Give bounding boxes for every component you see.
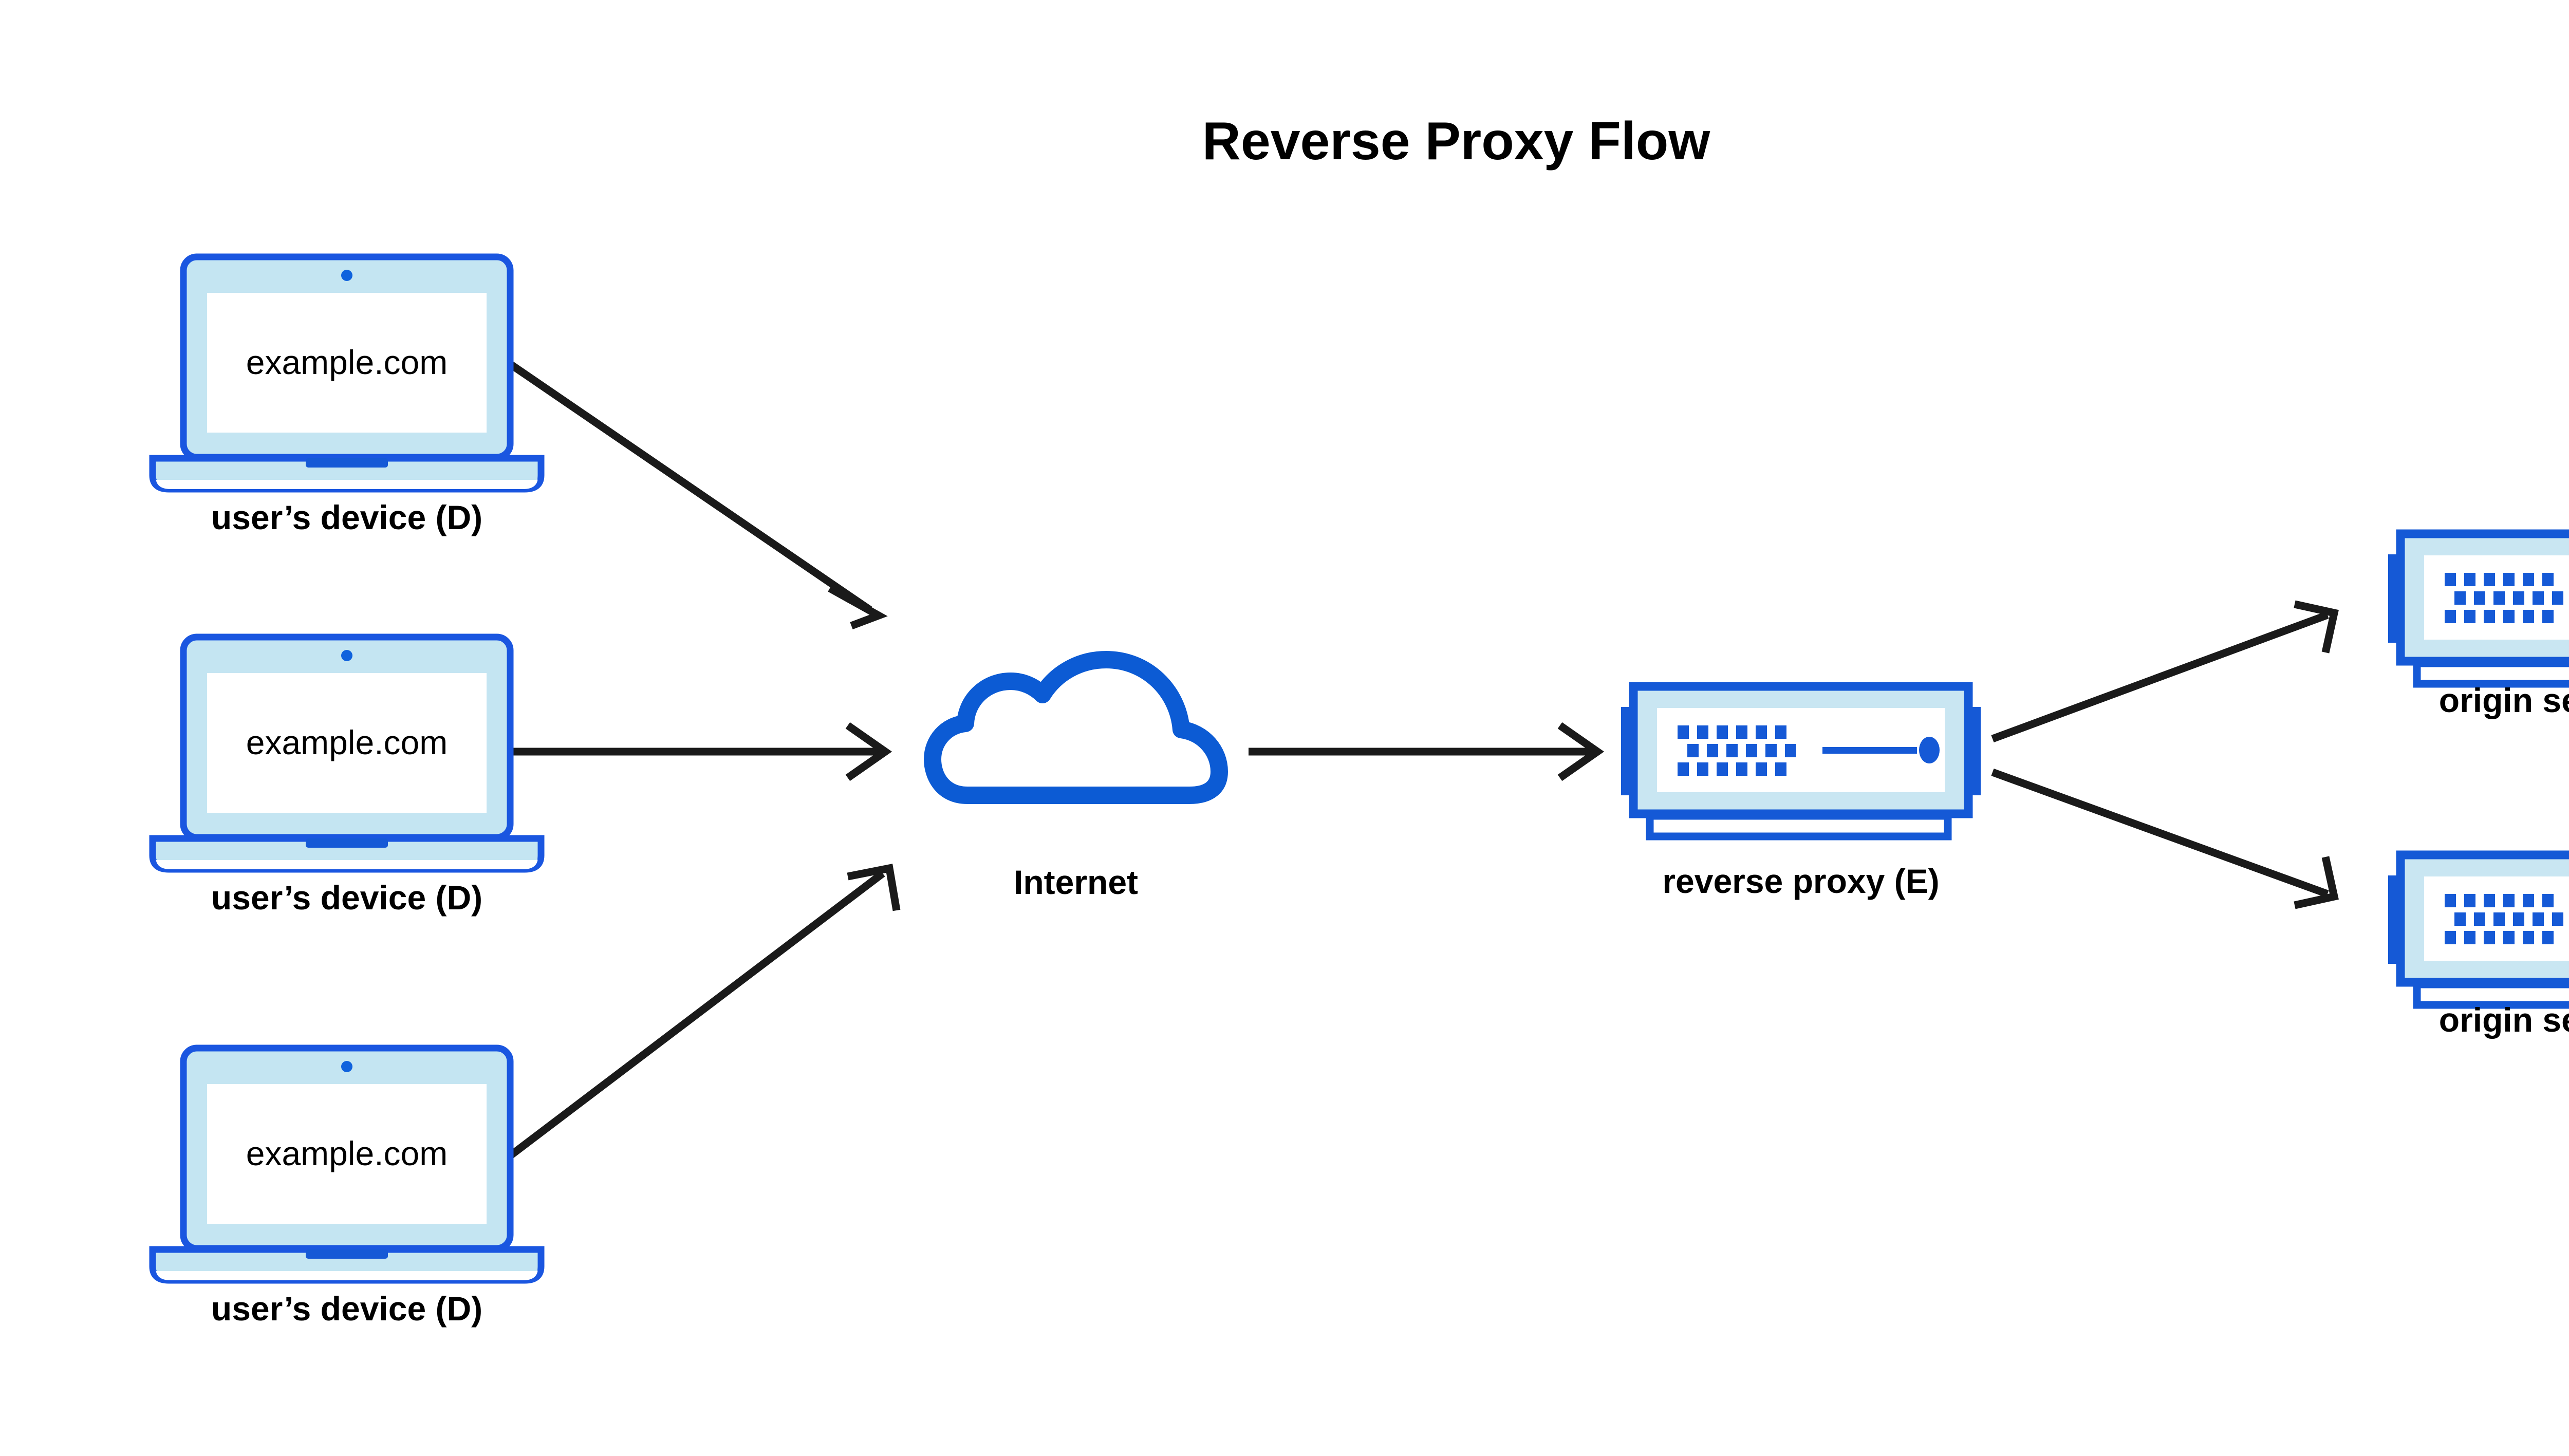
node-label-origin-bottom: origin server (F) [2439,1001,2569,1039]
node-label-origin-top: origin server (F) [2439,681,2569,719]
edge-device-bottom-to-internet [509,864,901,1158]
node-device-middle[interactable]: example.com user’s device (D) [153,637,541,917]
edge-reverse-proxy-to-origin-bottom [1991,768,2339,909]
laptop-screen-text: example.com [246,1134,448,1172]
node-label-reverse-proxy: reverse proxy (E) [1662,862,1939,900]
node-device-top[interactable]: example.com user’s device (D) [153,257,541,536]
node-label-device-bottom: user’s device (D) [211,1290,482,1328]
edge-device-top-to-internet [509,361,888,630]
node-origin-bottom[interactable]: origin server (F) [2388,855,2569,1039]
server-icon [1621,686,1981,836]
node-label-device-top: user’s device (D) [211,498,482,536]
server-icon [2388,534,2569,684]
node-label-internet: Internet [1014,863,1138,901]
diagram-title: Reverse Proxy Flow [1202,111,1711,171]
node-reverse-proxy[interactable]: reverse proxy (E) [1621,686,1981,900]
node-device-bottom[interactable]: example.com user’s device (D) [153,1048,541,1328]
node-internet[interactable]: Internet [933,660,1219,901]
node-label-device-middle: user’s device (D) [211,879,482,917]
node-origin-top[interactable]: origin server (F) [2388,534,2569,719]
laptop-screen-text: example.com [246,343,448,381]
connector-layer [501,361,2339,1158]
edge-reverse-proxy-to-origin-top [1991,600,2339,743]
edge-device-middle-to-internet [501,722,892,781]
edge-internet-to-reverse-proxy [1249,722,1605,781]
server-icon [2388,855,2569,1005]
laptop-screen-text: example.com [246,723,448,761]
